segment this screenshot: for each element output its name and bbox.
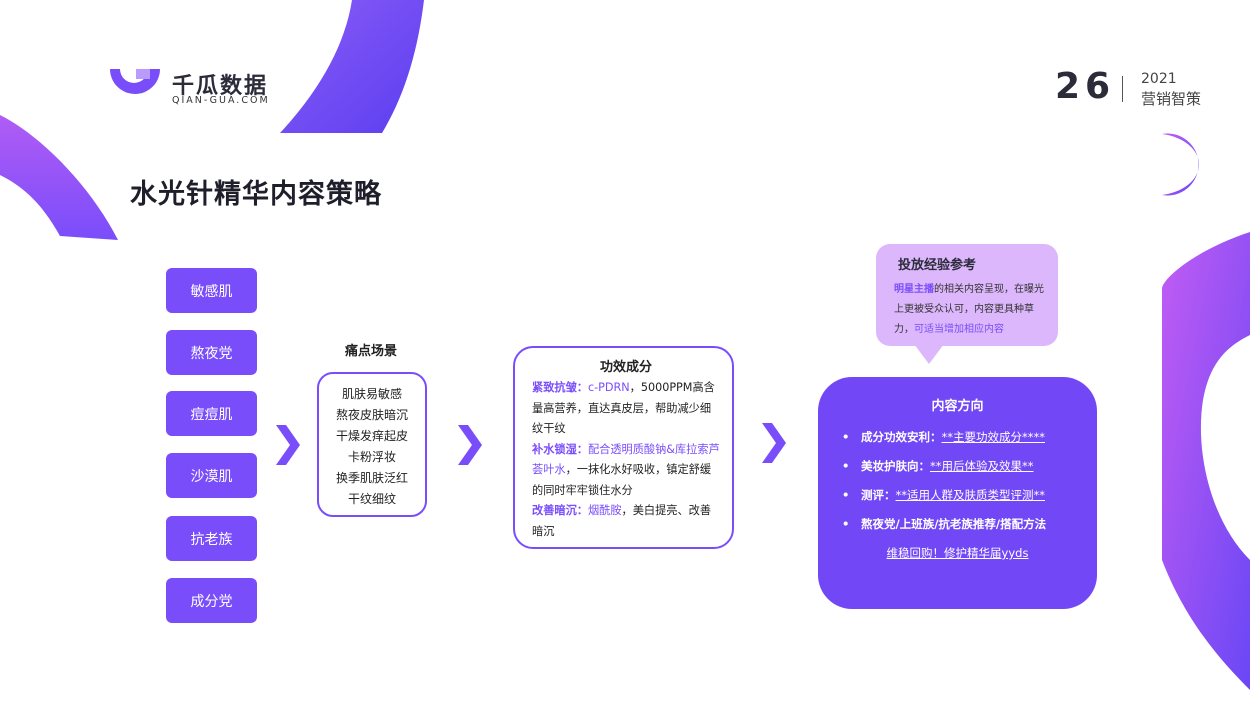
content-direction-footer: 维稳回购！修护精华届yyds — [886, 546, 1029, 560]
chevron-right-icon — [762, 423, 786, 463]
reference-title: 投放经验参考 — [898, 258, 977, 273]
content-direction-item: •成分功效安利：**主要功效成分**** — [842, 430, 1045, 444]
content-direction-item: •熬夜党/上班族/抗老族推荐/搭配方法 — [842, 517, 1047, 531]
pain-points-title: 痛点场景 — [345, 344, 398, 359]
category-acne-skin: 痘痘肌 — [166, 391, 257, 436]
reference-text: 明星主播的相关内容呈现，在曝光上更被受众认可，内容更具种草力，可适当增加相应内容 — [894, 284, 1044, 335]
right-half-circle-shape — [1162, 133, 1199, 196]
pain-point-item: 熬夜皮肤暗沉 — [335, 408, 408, 422]
effects-title: 功效成分 — [599, 360, 652, 375]
page-number: 26 — [1055, 66, 1116, 107]
category-anti-aging: 抗老族 — [166, 516, 257, 561]
category-dry-skin: 沙漠肌 — [166, 453, 257, 498]
left-arc-shape — [0, 115, 118, 240]
logo-icon — [110, 69, 160, 94]
logo-domain: QIAN-GUA.COM — [172, 95, 270, 106]
effect-item-firming: 紧致抗皱：c-PDRN，5000PPM高含量高营养，直达真皮层，帮助减少细纹干纹 — [532, 381, 715, 435]
pain-point-item: 干纹细纹 — [347, 492, 396, 506]
reference-bubble-tail — [914, 344, 944, 364]
header-year: 2021 — [1141, 71, 1177, 87]
pain-points-box: 肌肤易敏感 熬夜皮肤暗沉 干燥发痒起皮 卡粉浮妆 换季肌肤泛红 干纹细纹 — [317, 372, 427, 517]
chevron-right-icon — [276, 425, 300, 465]
effects-box: 功效成分 紧致抗皱：c-PDRN，5000PPM高含量高营养，直达真皮层，帮助减… — [513, 346, 734, 549]
category-ingredient-fans: 成分党 — [166, 578, 257, 623]
page-title: 水光针精华内容策略 — [130, 179, 382, 210]
logo-name: 千瓜数据 — [172, 74, 269, 99]
content-direction-item: •测评：**适用人群及肤质类型评测** — [842, 488, 1045, 502]
category-sensitive-skin: 敏感肌 — [166, 268, 257, 313]
category-night-owl: 熬夜党 — [166, 330, 257, 375]
content-direction-title: 内容方向 — [931, 399, 984, 414]
pain-point-item: 干燥发痒起皮 — [335, 429, 408, 443]
top-swoosh-shape — [280, 0, 424, 133]
pain-point-item: 卡粉浮妆 — [347, 450, 396, 464]
content-direction-box: 内容方向 •成分功效安利：**主要功效成分**** •美妆护肤向：**用后体验及… — [818, 377, 1097, 609]
effect-item-hydrating: 补水锁湿：配合透明质酸钠&库拉索芦荟叶水，一抹化水好吸收，镇定舒缓的同时牢牢锁住… — [532, 442, 720, 497]
chevron-right-icon — [458, 425, 482, 465]
pain-point-item: 肌肤易敏感 — [341, 387, 402, 401]
header-divider — [1122, 76, 1123, 102]
pain-point-item: 换季肌肤泛红 — [335, 471, 408, 485]
reference-bubble: 投放经验参考 明星主播的相关内容呈现，在曝光上更被受众认可，内容更具种草力，可适… — [876, 244, 1058, 346]
effect-item-brightening: 改善暗沉：烟酰胺，美白提亮、改善暗沉 — [532, 504, 712, 538]
header-tag: 营销智策 — [1141, 90, 1202, 108]
right-large-arc-shape — [1161, 232, 1250, 690]
content-direction-item: •美妆护肤向：**用后体验及效果** — [842, 459, 1034, 473]
